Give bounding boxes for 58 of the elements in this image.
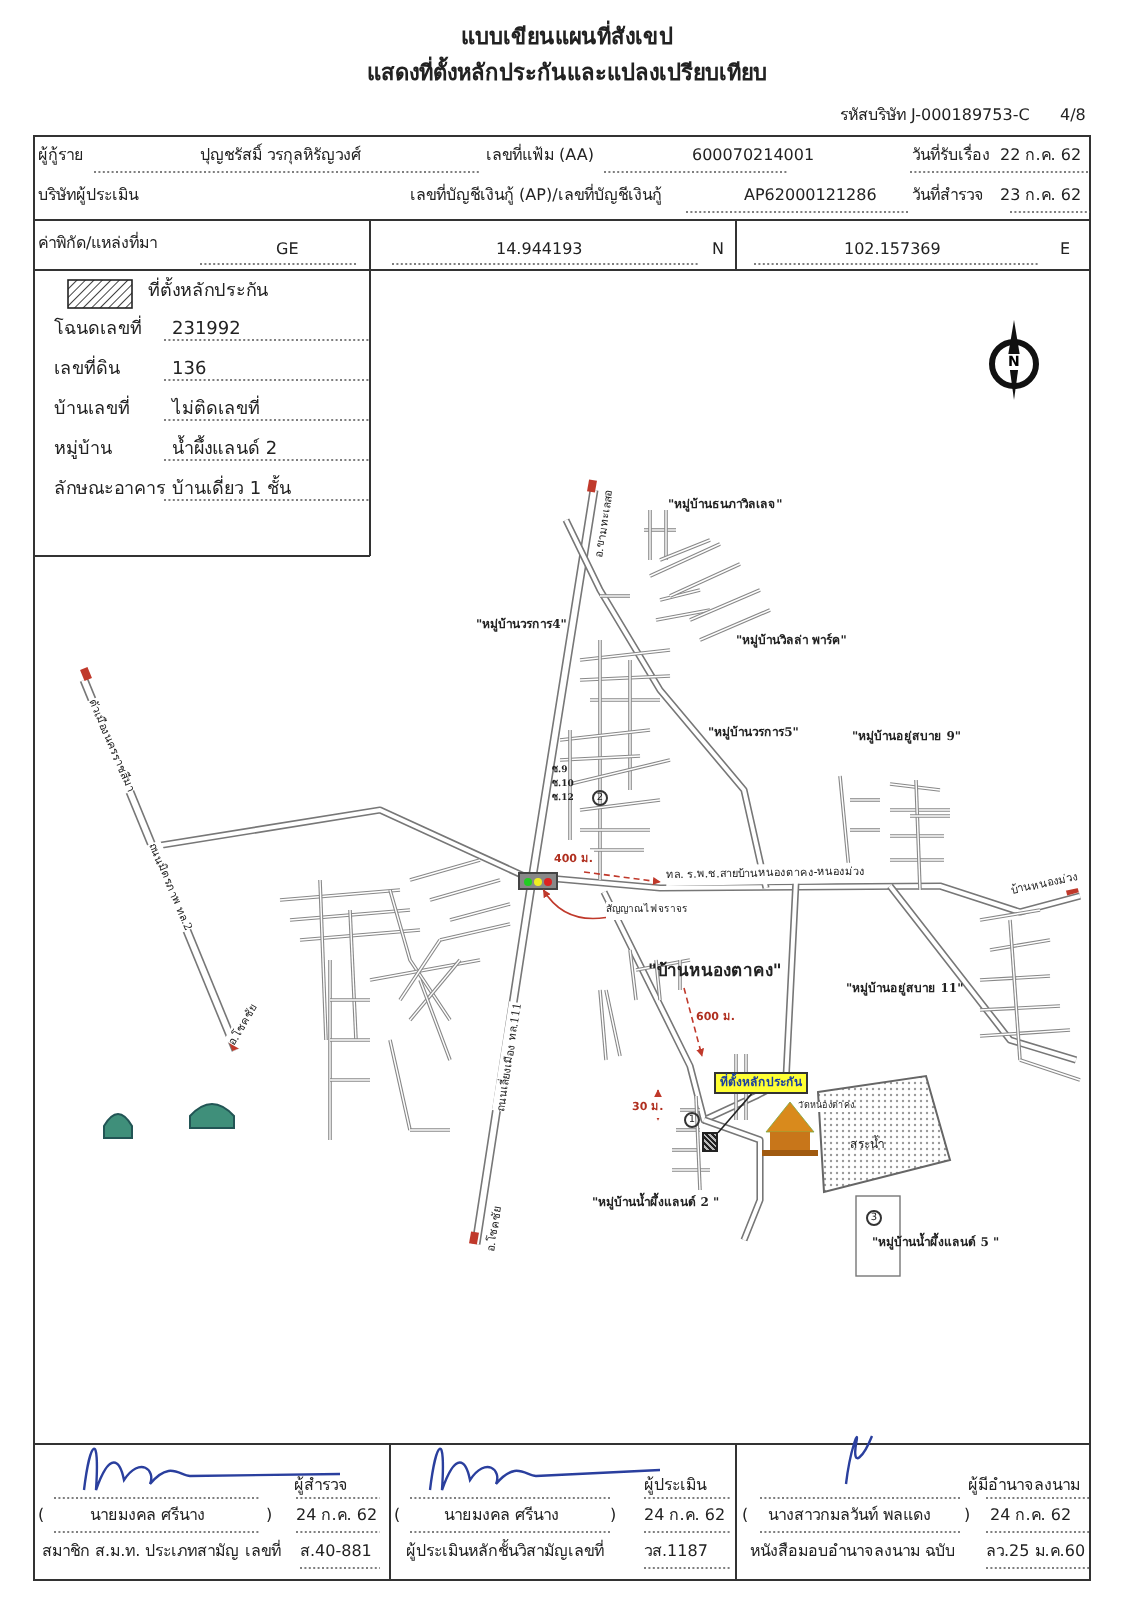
form-value: ปุญชรัสมิ์ วรกุลหิรัญวงศ์ xyxy=(200,146,362,166)
form-value: 136 xyxy=(172,360,207,380)
form-value: ส.40-881 xyxy=(300,1542,372,1562)
arrow xyxy=(542,889,607,920)
form-value: 600070214001 xyxy=(692,146,815,166)
form-label: บริษัทผู้ประเมิน xyxy=(38,186,138,206)
title: แบบเขียนแผนที่สังเขป xyxy=(459,24,675,52)
collateral-plot xyxy=(702,1132,718,1152)
form-value: 23 ก.ค. 62 xyxy=(1000,186,1082,206)
leader-line xyxy=(717,1093,753,1134)
form-label: ( xyxy=(394,1506,401,1526)
company-code: รหัสบริษัท J-000189753-C xyxy=(840,106,1030,126)
village-label: "บ้านหนองตาคง" xyxy=(648,962,782,982)
form-label: ) xyxy=(610,1506,617,1526)
form-label: บ้านเลขที่ xyxy=(54,400,130,420)
signatory-name: นางสาวกมลวันท์ พลแดง xyxy=(768,1506,932,1526)
form-value: ไม่ติดเลขที่ xyxy=(172,400,260,420)
signatory-name: นายมงคล ศรีนาง xyxy=(90,1506,206,1526)
form-value: 231992 xyxy=(172,320,241,340)
signature-role: ผู้สำรวจ xyxy=(294,1476,348,1496)
legend-label: ที่ตั้งหลักประกัน xyxy=(148,282,268,302)
form-value: วส.1187 xyxy=(644,1542,708,1562)
form-label: เลขที่บัญชีเงินกู้ (AP)/เลขที่บัญชีเงินกู้ xyxy=(410,186,662,206)
form-value: 24 ก.ค. 62 xyxy=(296,1506,378,1526)
form-label: ผู้กู้ราย xyxy=(38,146,84,166)
form-value: 22 ก.ค. 62 xyxy=(1000,146,1082,166)
signature-role: ผู้มีอำนาจลงนาม xyxy=(968,1476,1080,1496)
page-number: 4/8 xyxy=(1060,106,1086,126)
form-label: ) xyxy=(964,1506,971,1526)
form-label: ลักษณะอาคาร xyxy=(54,480,166,500)
form-value: N xyxy=(712,240,724,260)
form-label: ( xyxy=(742,1506,749,1526)
form-label: เลขที่แฟ้ม (AA) xyxy=(486,146,594,166)
form-value: บ้านเดี่ยว 1 ชั้น xyxy=(172,480,291,500)
form-value: น้ำผึ้งแลนด์ 2 xyxy=(172,440,278,460)
form-value: 24 ก.ค. 62 xyxy=(644,1506,726,1526)
form-label: ค่าพิกัด/แหล่งที่มา xyxy=(38,234,158,254)
form-label: ผู้ประเมินหลักชั้นวิสามัญเลขที่ xyxy=(406,1542,604,1562)
form-value: AP62000121286 xyxy=(744,186,877,206)
form-label: เลขที่ดิน xyxy=(54,360,120,380)
form-value: GE xyxy=(276,240,299,260)
form-value: 24 ก.ค. 62 xyxy=(990,1506,1072,1526)
form-label: หนังสือมอบอำนาจลงนาม ฉบับ xyxy=(750,1542,956,1562)
form-label: วันที่สำรวจ xyxy=(912,186,984,206)
form-value: E xyxy=(1060,240,1071,260)
subtitle: แสดงที่ตั้งหลักประกันและแปลงเปรียบเทียบ xyxy=(365,60,769,88)
form-label: ) xyxy=(266,1506,273,1526)
traffic-light-icon xyxy=(518,872,558,890)
form-label: สมาชิก ส.ม.ท. ประเภทสามัญ เลขที่ xyxy=(42,1542,281,1562)
form-label: โฉนดเลขที่ xyxy=(54,320,142,340)
form-label: วันที่รับเรื่อง xyxy=(912,146,990,166)
form-value: ลว.25 ม.ค.60 xyxy=(986,1542,1086,1562)
form-value: 102.157369 xyxy=(844,240,941,260)
form-label: ( xyxy=(38,1506,45,1526)
form-value: 14.944193 xyxy=(496,240,583,260)
signatory-name: นายมงคล ศรีนาง xyxy=(444,1506,560,1526)
form-label: หมู่บ้าน xyxy=(54,440,112,460)
signature-role: ผู้ประเมิน xyxy=(644,1476,706,1496)
